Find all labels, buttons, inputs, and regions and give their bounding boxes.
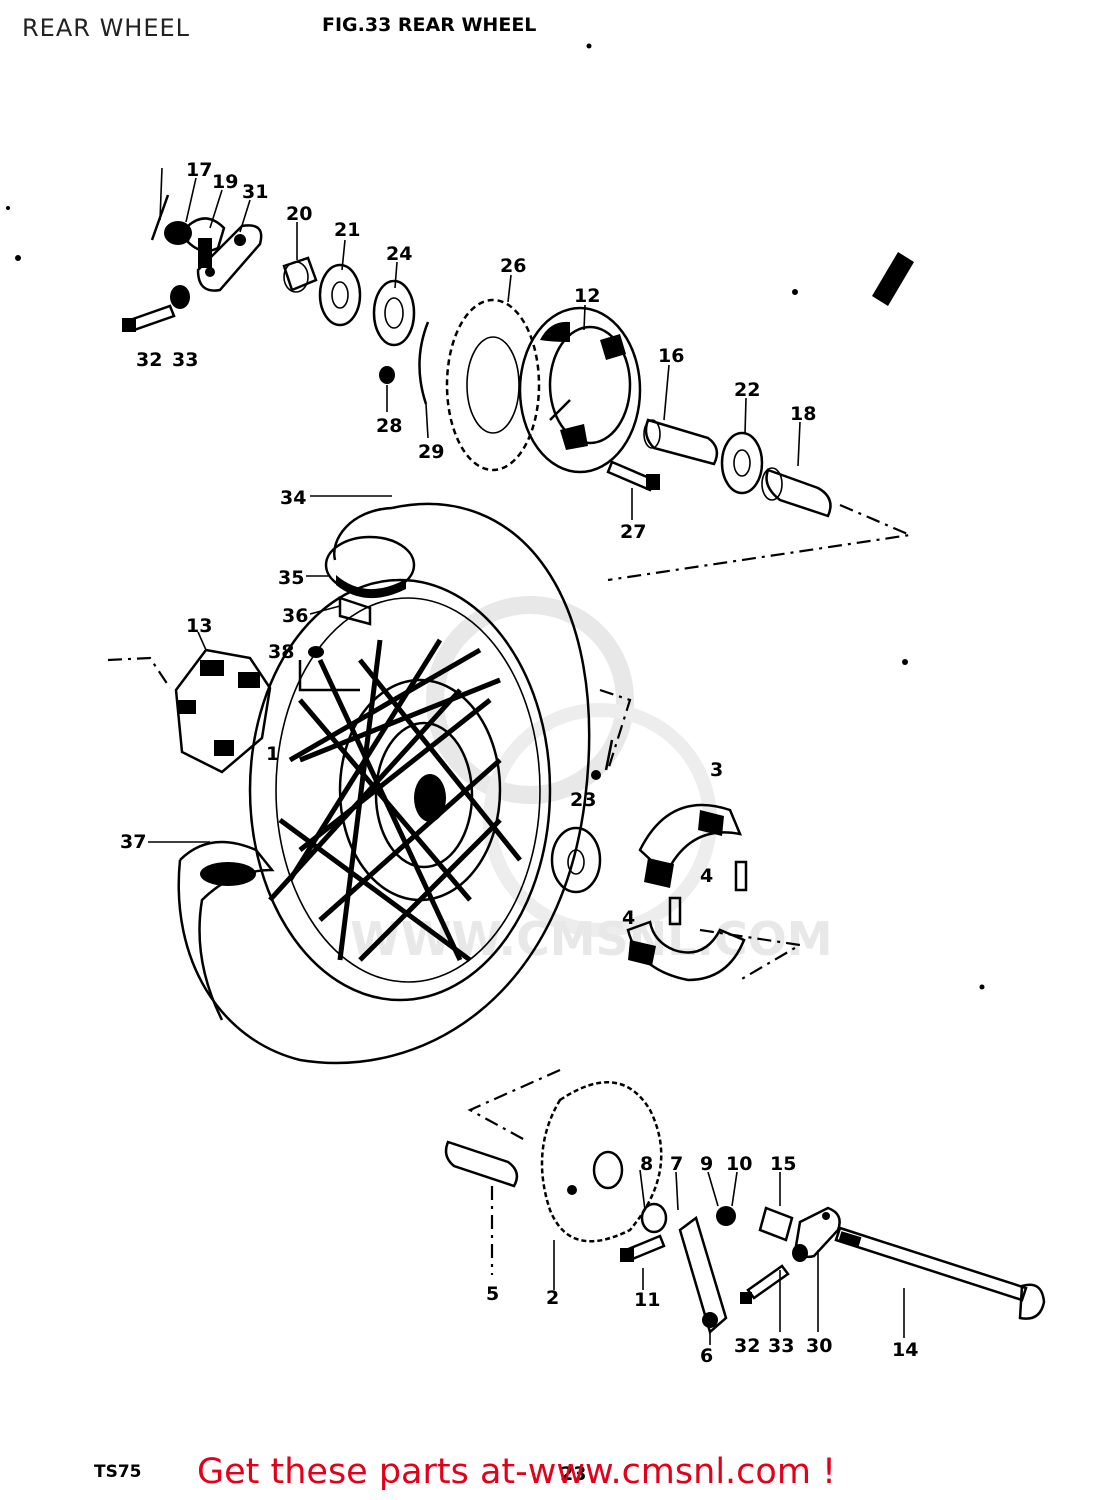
part-2-brake-panel <box>540 1080 663 1243</box>
part-11-bolt <box>620 1234 666 1262</box>
label-1: 1 <box>266 743 279 765</box>
part-34-tire <box>177 502 591 1065</box>
label-11: 11 <box>634 1289 660 1311</box>
label-21: 21 <box>334 219 360 241</box>
label-23: 23 <box>570 789 596 811</box>
label-34: 34 <box>280 487 306 509</box>
label-29: 29 <box>418 441 444 463</box>
part-3-brake-shoe-upper <box>638 803 743 888</box>
centerline-lower <box>467 1068 561 1141</box>
label-33-top: 33 <box>172 349 198 371</box>
part-36-rim-band <box>338 596 372 626</box>
label-28: 28 <box>376 415 402 437</box>
part-29-lock-washer <box>418 321 430 405</box>
part-13-damper <box>174 648 272 774</box>
part-14-axle <box>834 1226 1046 1320</box>
model-code: TS75 <box>94 1462 142 1482</box>
centerline-upper <box>607 503 914 582</box>
label-16: 16 <box>658 345 684 367</box>
scan-specks <box>6 43 985 990</box>
label-32-bottom: 32 <box>734 1335 760 1357</box>
part-28-nut <box>379 366 395 384</box>
part-5-cam-shaft <box>444 1140 519 1275</box>
part-16-axle-sleeve <box>643 418 719 466</box>
part-15-spacer <box>758 1206 794 1242</box>
part-31-adjuster-plate <box>196 224 263 292</box>
label-6: 6 <box>700 1345 713 1367</box>
label-17: 17 <box>186 159 212 181</box>
label-23-footer: 23 <box>560 1463 586 1485</box>
part-23-bearing <box>550 739 614 894</box>
figure-title: FIG.33 REAR WHEEL <box>322 14 537 36</box>
part-20-spacer <box>282 256 318 293</box>
label-32-top: 32 <box>136 349 162 371</box>
part-labels: 17 19 31 20 21 24 26 12 16 22 18 32 33 2… <box>120 159 918 1485</box>
part-38-spoke-nipple <box>298 646 360 692</box>
label-8: 8 <box>640 1153 653 1175</box>
part-4-spring-upper <box>734 860 748 892</box>
part-27-bolt <box>606 460 660 492</box>
label-24: 24 <box>386 243 412 265</box>
part-32-bolt-bottom <box>740 1264 790 1304</box>
label-18: 18 <box>790 403 816 425</box>
centerline-damper <box>107 656 171 689</box>
label-22: 22 <box>734 379 760 401</box>
part-33-washer-top <box>170 285 190 309</box>
part-18-spacer <box>761 467 832 518</box>
promo-link[interactable]: Get these parts at-www.cmsnl.com ! <box>197 1452 837 1492</box>
label-9: 9 <box>700 1153 713 1175</box>
watermark-text: WWW.CMSNL.COM <box>350 912 833 966</box>
part-37-rim-band <box>179 840 275 1021</box>
part-33-washer-bottom <box>792 1244 808 1262</box>
part-35-tube-valve <box>324 535 416 599</box>
label-2: 2 <box>546 1287 559 1309</box>
part-9-10-nut <box>716 1206 736 1226</box>
part-6-brake-lever <box>678 1215 728 1335</box>
part-7-8-washer <box>640 1202 668 1234</box>
part-3-brake-shoe-lower <box>626 920 746 982</box>
wheel-spokes <box>268 638 522 963</box>
label-27: 27 <box>620 521 646 543</box>
label-7: 7 <box>670 1153 683 1175</box>
label-14: 14 <box>892 1339 918 1361</box>
part-12-sprocket-hub <box>518 306 642 474</box>
label-12: 12 <box>574 285 600 307</box>
label-38: 38 <box>268 641 294 663</box>
part-4-spring-lower <box>668 896 682 926</box>
part-1-rim-and-spokes <box>248 578 552 1002</box>
label-26: 26 <box>500 255 526 277</box>
label-33-bottom: 33 <box>768 1335 794 1357</box>
part-26-sprocket <box>445 298 541 472</box>
label-5: 5 <box>486 1283 499 1305</box>
label-3: 3 <box>710 759 723 781</box>
label-13: 13 <box>186 615 212 637</box>
label-37: 37 <box>120 831 146 853</box>
label-4-upper: 4 <box>700 865 713 887</box>
centerline-hub <box>599 688 632 771</box>
arrow-marker <box>872 252 914 306</box>
leader-lines <box>148 167 905 1345</box>
part-17-spring <box>164 221 192 245</box>
page-title: REAR WHEEL <box>22 14 191 42</box>
label-4-lower: 4 <box>622 907 635 929</box>
part-22-bearing <box>720 431 764 495</box>
part-21-bearing <box>318 263 362 327</box>
label-19: 19 <box>212 171 238 193</box>
part-32-bolt-top <box>122 304 176 332</box>
label-15: 15 <box>770 1153 796 1175</box>
part-24-oil-seal <box>372 279 416 347</box>
label-30: 30 <box>806 1335 832 1357</box>
label-31: 31 <box>242 181 268 203</box>
label-36: 36 <box>282 605 308 627</box>
label-10: 10 <box>726 1153 752 1175</box>
label-35: 35 <box>278 567 304 589</box>
label-20: 20 <box>286 203 312 225</box>
